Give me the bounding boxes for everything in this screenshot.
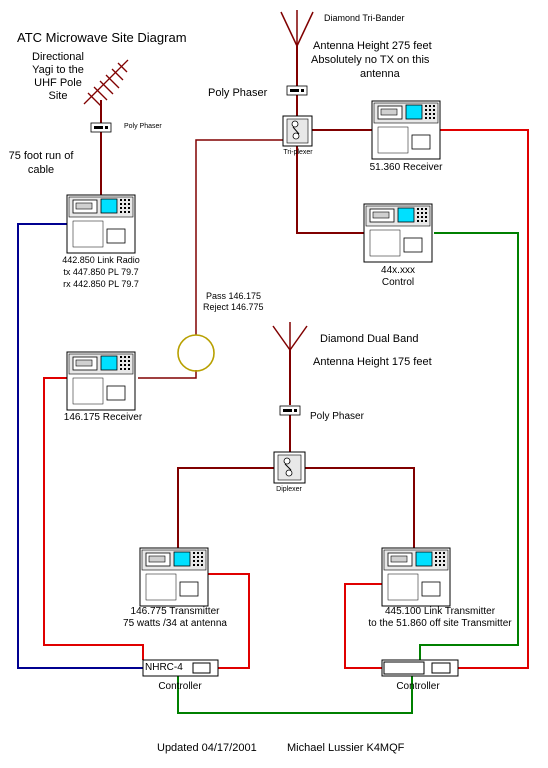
link-radio-to-controller-line (17, 223, 143, 669)
tx-445-line1: 445.100 Link Transmitter (384, 606, 496, 617)
poly-phaser-tribander-icon (286, 85, 308, 96)
poly-phaser-dualband-icon (279, 405, 301, 416)
dual-band-poly-phaser-label: Poly Phaser (310, 411, 364, 422)
transmitter-146-775-icon (139, 547, 209, 607)
controller-left-icon (142, 659, 219, 677)
triplexer-label: Tri-plexer (283, 149, 313, 156)
receiver-51-360-icon (371, 100, 441, 160)
diagram-title: ATC Microwave Site Diagram (17, 30, 187, 45)
coax-triplexer-to-cavity (195, 139, 283, 335)
dual-band-antenna-icon (272, 322, 308, 351)
tx-445-line2: to the 51.860 off site Transmitter (368, 618, 512, 629)
triplexer-icon (282, 115, 313, 147)
yagi-antenna-icon (83, 59, 129, 107)
cable-run-line1: 75 foot run of (8, 150, 74, 162)
tri-bander-height: Antenna Height 275 feet (313, 40, 432, 52)
yagi-label-line1: Directional (32, 51, 84, 63)
diplexer-label: Diplexer (276, 486, 302, 493)
tx-146-line1: 146.775 Transmitter (130, 606, 220, 617)
tri-bander-poly-phaser-label: Poly Phaser (208, 87, 268, 99)
dual-band-height: Antenna Height 175 feet (313, 356, 432, 368)
audio-445-tx-to-controller (344, 583, 382, 669)
controller-right-icon (381, 659, 459, 677)
poly-phaser-yagi-icon (90, 122, 112, 133)
diplexer-icon (273, 451, 306, 484)
control-label-line1: 44x.xxx (381, 265, 415, 276)
yagi-label-line4: Site (48, 90, 68, 102)
tri-bander-warning: Absolutely no TX on this (311, 54, 430, 66)
tri-bander-antenna-icon (280, 10, 314, 47)
receiver-51-label: 51.360 Receiver (369, 162, 443, 173)
coax-diplexer-to-445-tx (305, 467, 415, 548)
yagi-label-line2: Yagi to the (32, 64, 84, 76)
audio-51-receiver-to-controller (440, 129, 529, 669)
control-radio-icon (363, 203, 433, 263)
receiver-146-label: 146.175 Receiver (63, 412, 143, 423)
cavity-filter-icon (177, 334, 215, 372)
link-radio-line2: tx 447.850 PL 79.7 (63, 267, 139, 277)
transmitter-445-100-icon (381, 547, 451, 607)
control-to-right-controller-line (419, 232, 519, 660)
control-label-line2: Control (381, 277, 415, 288)
tri-bander-warning-2: antenna (360, 68, 400, 80)
link-radio-442-icon (66, 194, 136, 254)
footer-author: Michael Lussier K4MQF (287, 742, 405, 754)
yagi-poly-phaser-label: Poly Phaser (124, 123, 162, 130)
coax-cavity-to-146-receiver (138, 370, 197, 379)
coax-diplexer-to-146-tx (177, 467, 274, 548)
yagi-label-line3: UHF Pole (34, 77, 82, 89)
link-radio-line1: 442.850 Link Radio (62, 255, 140, 265)
link-radio-line3: rx 442.850 PL 79.7 (63, 279, 139, 289)
audio-146-tx-to-controller (208, 573, 250, 669)
controller-right-label: Controller (396, 681, 440, 692)
audio-146-receiver-to-controller (43, 377, 144, 660)
coax-triplexer-to-control (296, 146, 364, 234)
receiver-146-175-icon (66, 351, 136, 411)
tri-bander-name: Diamond Tri-Bander (324, 13, 405, 23)
tx-146-line2: 75 watts /34 at antenna (123, 618, 227, 629)
controller-interconnect-line (177, 676, 413, 714)
controller-left-label: Controller (158, 681, 202, 692)
cavity-reject-label: Reject 146.775 (203, 302, 264, 312)
cable-run-line2: cable (27, 164, 55, 176)
controller-left-device-label: NHRC-4 (145, 662, 183, 673)
footer-updated: Updated 04/17/2001 (157, 742, 257, 754)
cavity-pass-label: Pass 146.175 (206, 291, 262, 301)
dual-band-name: Diamond Dual Band (320, 333, 419, 345)
